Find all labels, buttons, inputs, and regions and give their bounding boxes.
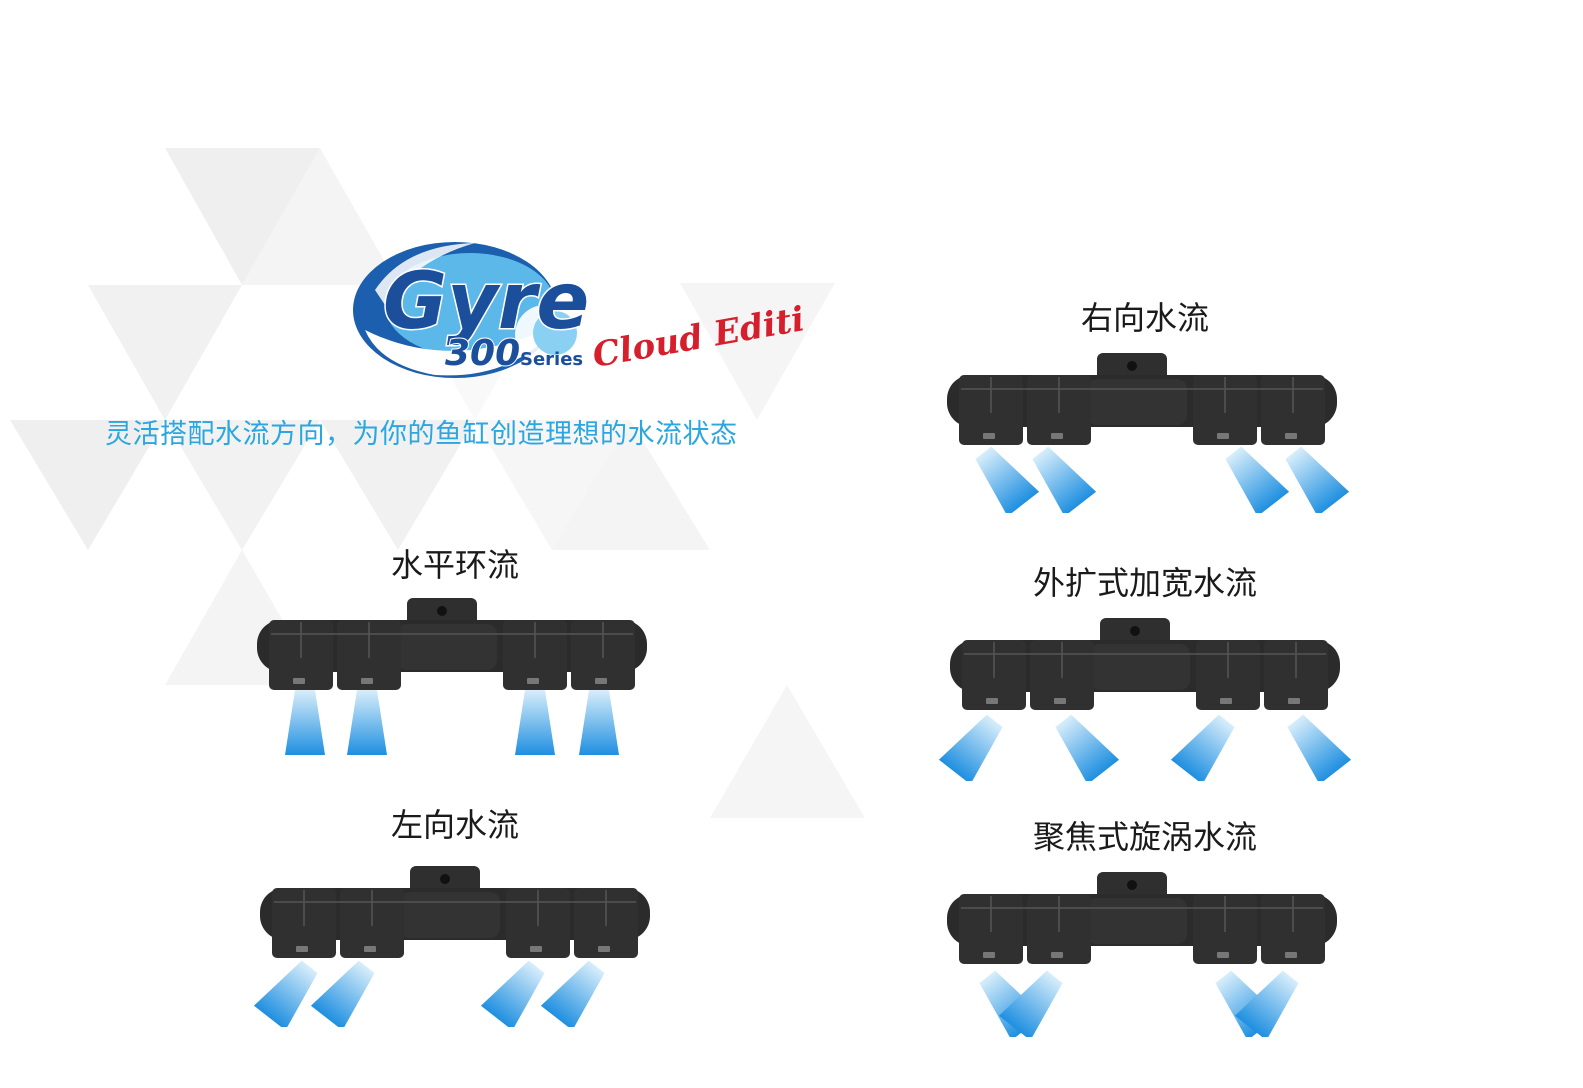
water-flow-icon [971, 964, 1307, 1037]
mode-title: 右向水流 [1080, 299, 1209, 337]
mode-right: 右向水流 [935, 293, 1355, 523]
pump-icon [950, 618, 1341, 711]
pump-icon [260, 866, 651, 959]
pump-icon [947, 353, 1338, 446]
water-flow-icon [938, 708, 1352, 781]
logo-edition: Cloud Edition [590, 291, 805, 376]
mode-title: 外扩式加宽水流 [1032, 564, 1257, 602]
mode-title: 左向水流 [390, 806, 519, 844]
pump-icon [947, 872, 1338, 965]
mode-focused: 聚焦式旋涡水流 [935, 812, 1355, 1042]
water-flow-icon [253, 954, 613, 1027]
mode-title: 聚焦式旋涡水流 [1032, 818, 1257, 856]
mode-title: 水平环流 [390, 546, 519, 584]
mode-horizontal: 水平环流 [245, 540, 665, 770]
pump-icon [257, 598, 648, 691]
mode-wide: 外扩式加宽水流 [935, 558, 1355, 788]
water-flow-icon [967, 440, 1350, 513]
logo-brand: Gyre [383, 257, 589, 347]
logo-number: 300 [445, 333, 520, 374]
water-flow-icon [285, 690, 619, 755]
mode-left: 左向水流 [245, 800, 665, 1030]
gyre-logo: Gyre 300 Series Cloud Edition [353, 242, 805, 378]
logo-series: Series [520, 349, 583, 370]
tagline: 灵活搭配水流方向，为你的鱼缸创造理想的水流状态 [105, 419, 738, 450]
